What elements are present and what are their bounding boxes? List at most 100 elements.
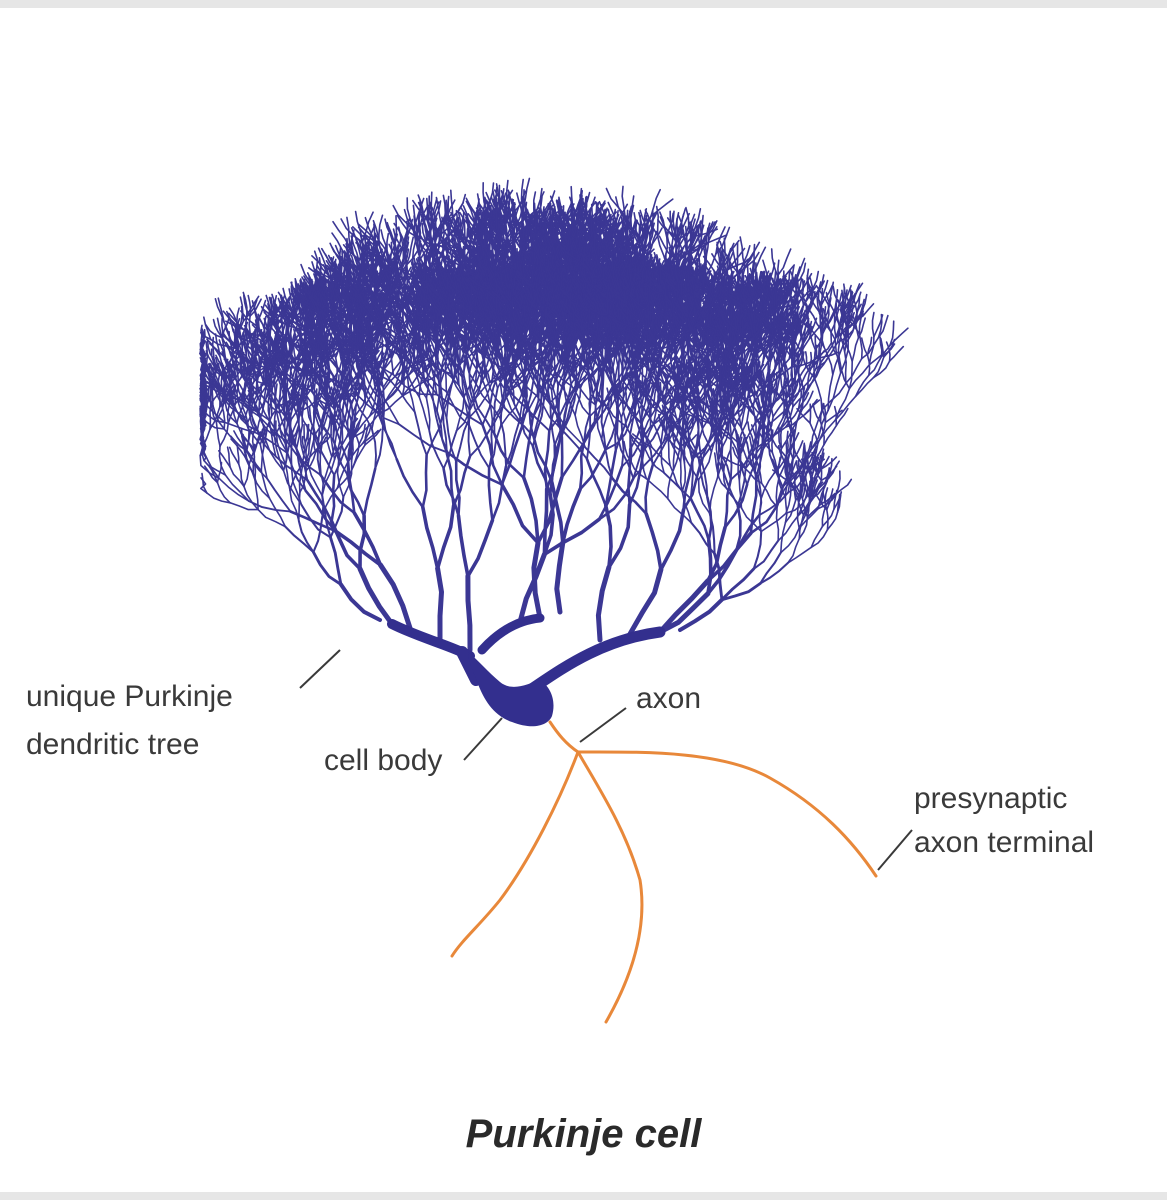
- dendrite-branch: [255, 375, 259, 399]
- dendrite-branch: [421, 505, 440, 571]
- dendrite-branch: [249, 349, 259, 376]
- dendrite-branch: [200, 328, 206, 352]
- dendrite-branch: [330, 473, 336, 523]
- dendrite-branch: [203, 401, 226, 424]
- dendrite-branch: [256, 326, 277, 347]
- dendrite-branch: [219, 355, 226, 382]
- dendrite-branch: [413, 411, 428, 457]
- dendrite-branch: [215, 387, 244, 402]
- dendrite-branch: [228, 370, 238, 394]
- dendrite-branch: [267, 389, 272, 422]
- dendrite-branch: [394, 366, 415, 387]
- dendrite-branch: [209, 373, 232, 396]
- dendrite-branch: [293, 328, 302, 349]
- dendrite-branch: [266, 477, 292, 513]
- dendrite-branch: [220, 403, 226, 430]
- dendrite-branch: [199, 415, 225, 430]
- dendrite-branch: [358, 514, 367, 571]
- dendrite-branch: [268, 362, 274, 391]
- dendrite-branch: [387, 382, 402, 401]
- dendritic-tree: [199, 177, 909, 653]
- dendrite-branch: [333, 260, 337, 289]
- dendrite-branch: [374, 424, 384, 470]
- dendrite-branch: [227, 364, 232, 396]
- dendrite-branch: [242, 373, 252, 402]
- dendrite-branch: [233, 377, 250, 403]
- dendrite-branch: [206, 339, 215, 361]
- dendrite-branch: [304, 489, 337, 533]
- dendrite-branch: [581, 197, 585, 224]
- dendrite-branch: [253, 345, 265, 365]
- dendrite-branch: [215, 421, 221, 447]
- dendrite-branch: [200, 408, 226, 424]
- dendrite-branch: [218, 339, 226, 359]
- dendrite-branch: [249, 363, 272, 376]
- dendrite-branch: [212, 318, 223, 339]
- dendrite-branch: [393, 215, 398, 243]
- dendrite-branch: [283, 345, 286, 377]
- dendrite-branch: [199, 403, 206, 418]
- dendrite-branch: [500, 482, 540, 545]
- dendrite-branch: [203, 459, 227, 476]
- dendrite-branch: [255, 393, 270, 422]
- dendrite-branch: [221, 339, 230, 367]
- dendrite-branch: [274, 344, 285, 377]
- dendrite-branch: [401, 375, 419, 397]
- dendrite-branch: [284, 347, 294, 379]
- dendrite-branch: [210, 348, 216, 370]
- dendrite-branch: [362, 467, 377, 518]
- top-border: [0, 0, 1167, 8]
- dendrite-branch: [240, 397, 249, 424]
- dendrite-branch: [352, 511, 383, 567]
- dendrite-branch: [268, 352, 280, 372]
- dendrite-branch: [371, 396, 380, 430]
- dendrite-branch: [286, 452, 307, 492]
- dendrite-branch: [244, 341, 253, 364]
- dendrite-branch: [205, 324, 223, 339]
- dendrite-branch: [368, 390, 378, 417]
- dendrite-branch: [225, 400, 246, 420]
- dendrite-branch: [364, 373, 380, 399]
- dendrite-branch: [316, 405, 331, 441]
- dendrite-branch: [201, 438, 205, 462]
- dendrite-branch: [242, 332, 247, 354]
- dendrite-branch: [235, 367, 240, 394]
- dendrite-branch: [421, 453, 428, 509]
- dendrite-branch: [435, 503, 456, 571]
- dendrite-branch: [245, 367, 268, 386]
- dendrite-branch: [230, 394, 260, 417]
- dendrite-branch: [205, 341, 209, 365]
- dendrite-branch: [435, 565, 444, 643]
- dendrite-branch: [302, 350, 305, 380]
- dendrite-branch: [264, 357, 268, 386]
- dendrite-branch: [223, 380, 244, 402]
- dendrite-branch: [466, 518, 495, 578]
- dendrite-branch: [357, 566, 395, 627]
- dendrite-branch: [215, 354, 230, 372]
- dendrite-branch: [200, 349, 212, 375]
- dendrite-branch: [224, 401, 238, 425]
- dendrite-branch: [522, 224, 525, 251]
- dendrite-branch: [218, 477, 250, 502]
- dendrite-branch: [214, 333, 221, 357]
- dendrite-branch: [259, 443, 268, 480]
- dendrite-branch: [465, 573, 473, 653]
- dendrite-branch: [283, 374, 286, 412]
- dendrite-branch: [590, 203, 593, 236]
- dendrite-branch: [202, 382, 232, 396]
- dendrite-branch: [378, 562, 413, 631]
- dendrite-branch: [456, 514, 470, 578]
- dendrite-branch: [228, 318, 237, 338]
- dendrite-branch: [206, 338, 221, 357]
- dendrite-branch: [259, 338, 270, 354]
- dendrite-branch: [219, 422, 229, 447]
- dendrite-branch: [674, 228, 677, 260]
- dendrite-branch: [224, 474, 250, 502]
- dendrite-branch: [269, 419, 289, 455]
- dendrite-branch: [306, 478, 333, 523]
- dendrite-branch: [487, 466, 494, 522]
- dendrite-branch: [248, 500, 292, 513]
- dendrite-branch: [245, 352, 252, 376]
- dendrite-branch: [333, 529, 383, 567]
